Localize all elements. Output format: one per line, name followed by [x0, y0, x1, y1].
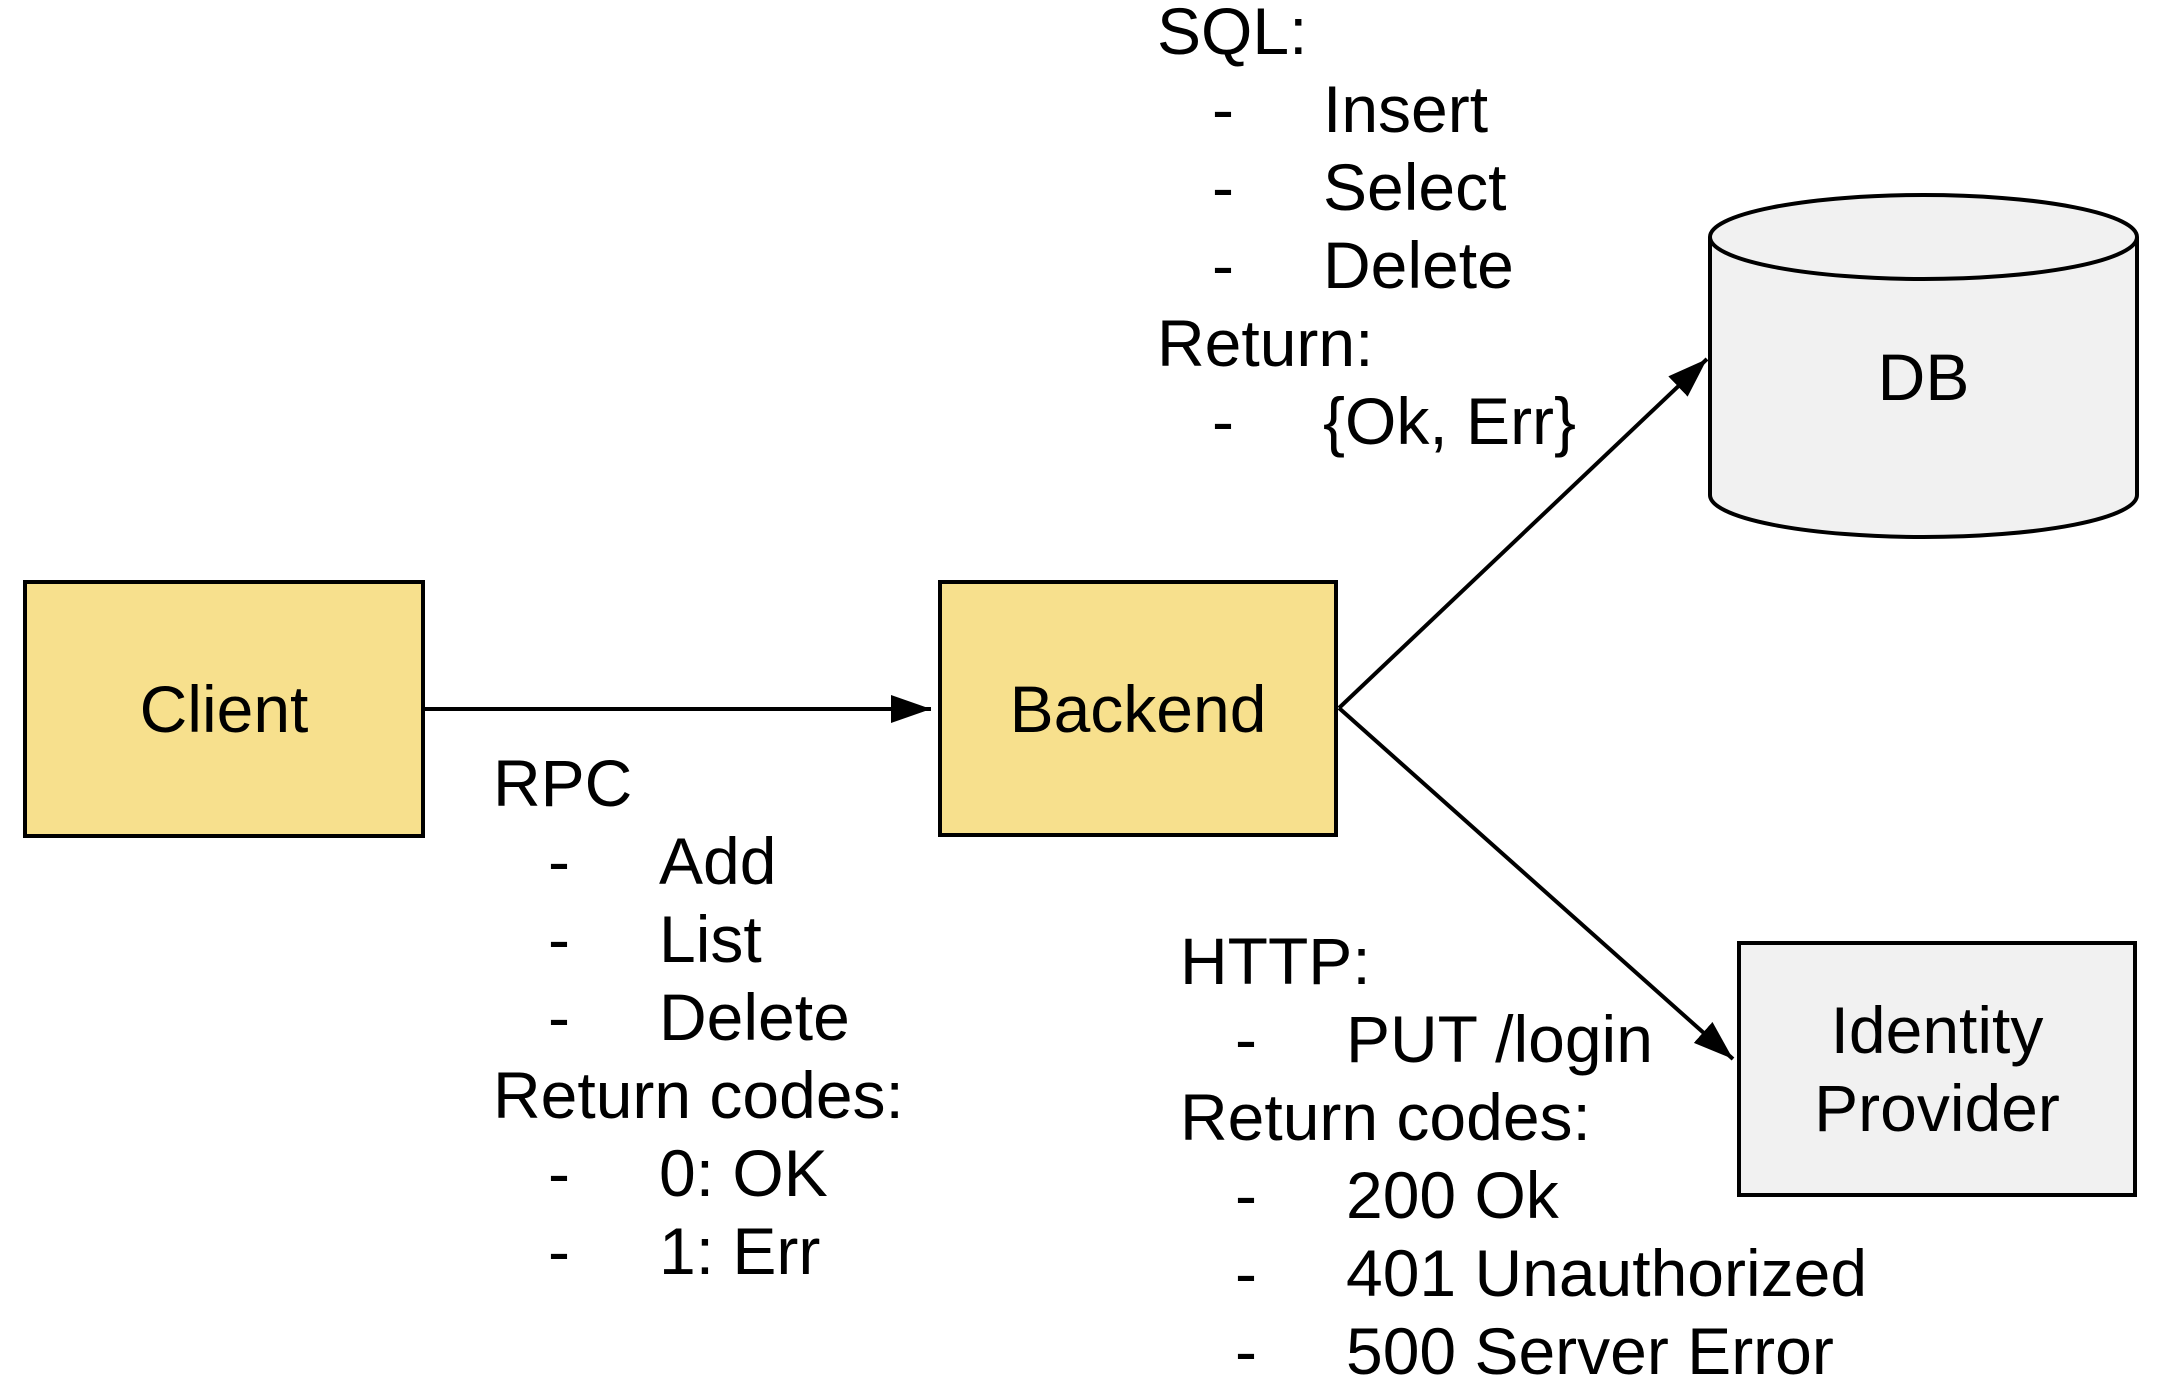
node-backend-label: Backend: [1009, 671, 1267, 746]
bullet-dash: -: [1212, 150, 1234, 224]
db-cylinder-body: [1708, 237, 2139, 539]
annotation-http-item: - 401 Unauthorized: [1235, 1236, 1868, 1310]
node-identity-provider-label: Identity Provider: [1814, 993, 2060, 1145]
annotation-rpc-item: - Add: [548, 824, 777, 898]
node-db-label: DB: [1877, 340, 1970, 414]
annotation-rpc-heading: RPC: [493, 746, 633, 820]
bullet-dash: -: [1212, 72, 1234, 146]
arrow-backend-to-identity-provider: [1337, 706, 1735, 1061]
db-cylinder: [1708, 193, 2139, 539]
bullet-dash: -: [548, 1136, 570, 1210]
annotation-sql-item: - Delete: [1212, 228, 1514, 302]
annotation-http-subheading: Return codes:: [1180, 1080, 1591, 1154]
annotation-sql-subheading: Return:: [1157, 306, 1374, 380]
annotation-sql-item: - Select: [1212, 150, 1507, 224]
arrow-backend-to-db: [1337, 357, 1709, 710]
annotation-sql-item: - Insert: [1212, 72, 1489, 146]
bullet-dash: -: [1235, 1158, 1257, 1232]
bullet-dash: -: [1235, 1236, 1257, 1310]
annotation-rpc-subheading: Return codes:: [493, 1058, 904, 1132]
annotation-http: HTTP: - PUT /login Return codes: - 200 O…: [1180, 922, 1867, 1390]
annotation-rpc-item: - 0: OK: [548, 1136, 828, 1210]
annotation-rpc-item: - List: [548, 902, 762, 976]
node-client-label: Client: [139, 672, 309, 746]
node-identity-provider: Identity Provider: [1737, 941, 2137, 1197]
annotation-rpc-item: - 1: Err: [548, 1214, 821, 1288]
annotation-rpc: RPC - Add - List - Delete Return codes: …: [493, 744, 904, 1290]
db-cylinder-top: [1708, 193, 2139, 281]
bullet-dash: -: [548, 1214, 570, 1288]
bullet-dash: -: [1212, 384, 1234, 458]
bullet-dash: -: [1235, 1314, 1257, 1388]
bullet-dash: -: [548, 824, 570, 898]
annotation-http-item: - PUT /login: [1235, 1002, 1653, 1076]
bullet-dash: -: [1212, 228, 1234, 302]
node-backend: Backend: [938, 580, 1338, 837]
annotation-http-heading: HTTP:: [1180, 924, 1371, 998]
bullet-dash: -: [548, 980, 570, 1054]
annotation-sql: SQL: - Insert - Select - Delete Return: …: [1157, 0, 1576, 460]
node-client: Client: [23, 580, 425, 838]
bullet-dash: -: [1235, 1002, 1257, 1076]
annotation-sql-item: - {Ok, Err}: [1212, 384, 1577, 458]
annotation-sql-heading: SQL:: [1157, 0, 1308, 68]
annotation-http-item: - 200 Ok: [1235, 1158, 1559, 1232]
annotation-http-item: - 500 Server Error: [1235, 1314, 1834, 1388]
bullet-dash: -: [548, 902, 570, 976]
annotation-rpc-item: - Delete: [548, 980, 850, 1054]
